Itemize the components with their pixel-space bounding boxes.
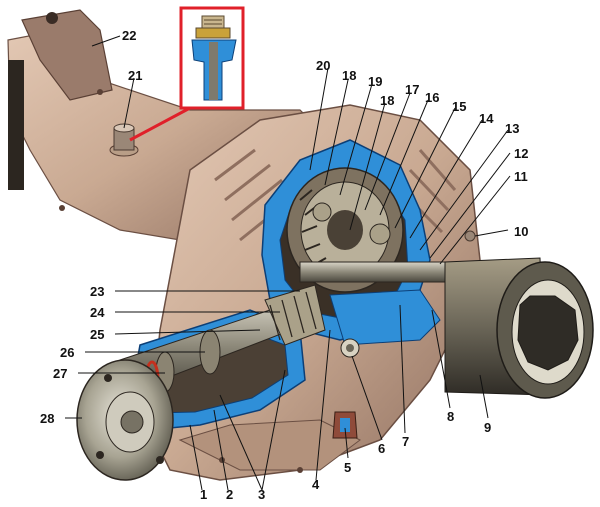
callout-4: 4 [312,477,320,492]
callout-17: 17 [405,82,419,97]
callout-8: 8 [447,409,454,424]
callout-9: 9 [484,420,491,435]
callout-28: 28 [40,411,54,426]
callout-24: 24 [90,305,105,320]
callout-15: 15 [452,99,466,114]
callout-22: 22 [122,28,136,43]
callout-13: 13 [505,121,519,136]
callout-1: 1 [200,487,207,502]
gear-icon [312,202,391,245]
callout-19: 19 [368,74,382,89]
callout-5: 5 [344,460,351,475]
leader-lines [65,35,511,491]
bracket-hole-icon [46,12,58,24]
callout-labels: 1 2 3 4 5 6 7 8 9 10 11 12 13 14 15 16 1… [40,28,528,502]
callout-27: 27 [53,366,67,381]
callout-6: 6 [378,441,385,456]
callout-26: 26 [60,345,74,360]
callout-18-upper: 18 [342,68,356,83]
axle-tube-icon [444,257,594,399]
mount-bracket [21,9,113,101]
callout-11: 11 [514,169,528,184]
callout-18-lower: 18 [380,93,394,108]
callout-21: 21 [128,68,142,83]
flange-icon [76,359,174,481]
drain-plug-icon [332,411,358,439]
breather-inset [129,6,245,142]
bolt-icon [340,338,360,358]
breather-valve-icon [109,123,139,157]
callout-7: 7 [402,434,409,449]
callout-25: 25 [90,327,104,342]
callout-12: 12 [514,146,528,161]
callout-20: 20 [316,58,330,73]
callout-2: 2 [226,487,233,502]
callout-23: 23 [90,284,104,299]
callout-14: 14 [479,111,494,126]
axle-tube-end [8,60,24,190]
callout-3: 3 [258,487,265,502]
callout-16: 16 [425,90,439,105]
callout-10: 10 [514,224,528,239]
